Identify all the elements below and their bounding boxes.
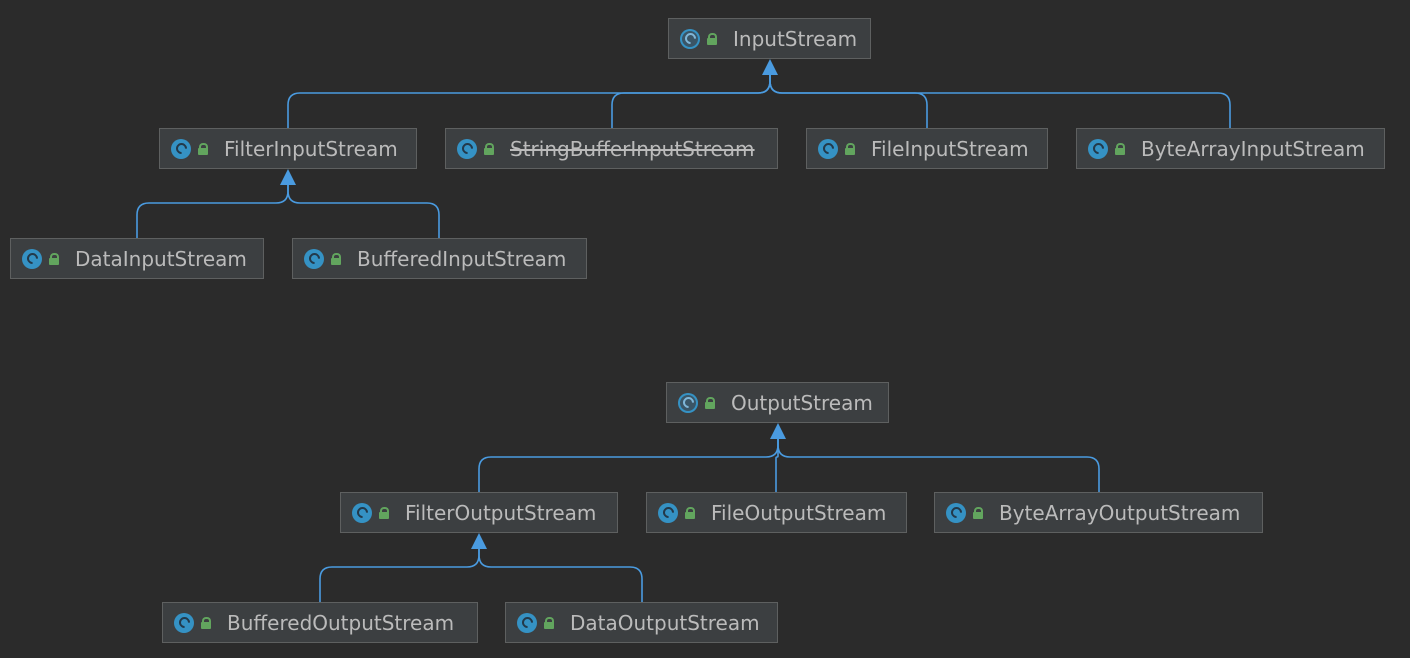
extends-edge-filter-output-stream-to-output-stream: [478, 437, 779, 492]
extends-edge-file-input-stream-to-input-stream: [769, 73, 928, 128]
class-node-buffered-input-stream[interactable]: BufferedInputStream: [292, 238, 587, 279]
public-visibility-icon: [49, 252, 59, 265]
public-visibility-icon: [198, 142, 208, 155]
class-name-label: FilterInputStream: [224, 136, 398, 161]
extends-edge-data-output-stream-to-filter-output-stream: [478, 547, 643, 602]
class-node-filter-input-stream[interactable]: FilterInputStream: [159, 128, 417, 169]
class-name-label: FileOutputStream: [711, 500, 887, 525]
inheritance-arrowhead-filter-output-stream: [471, 533, 487, 549]
class-node-data-output-stream[interactable]: DataOutputStream: [505, 602, 778, 643]
class-node-string-buffer-input-stream[interactable]: StringBufferInputStream: [445, 128, 778, 169]
public-visibility-icon: [331, 252, 341, 265]
class-icon: [22, 248, 42, 269]
class-node-buffered-output-stream[interactable]: BufferedOutputStream: [162, 602, 478, 643]
class-node-file-input-stream[interactable]: FileInputStream: [806, 128, 1048, 169]
class-icon: [946, 502, 966, 523]
public-visibility-icon: [845, 142, 855, 155]
extends-edge-file-output-stream-to-output-stream: [775, 437, 779, 492]
public-visibility-icon: [379, 506, 389, 519]
inheritance-arrowhead-input-stream: [762, 59, 778, 75]
class-node-byte-array-input-stream[interactable]: ByteArrayInputStream: [1076, 128, 1385, 169]
class-name-label: StringBufferInputStream: [510, 136, 755, 161]
class-icon: [174, 612, 194, 633]
inheritance-arrowhead-filter-input-stream: [280, 169, 296, 185]
extends-edge-buffered-input-stream-to-filter-input-stream: [287, 183, 440, 238]
class-node-data-input-stream[interactable]: DataInputStream: [10, 238, 264, 279]
public-visibility-icon: [705, 396, 715, 409]
class-name-label: FilterOutputStream: [405, 500, 597, 525]
class-node-file-output-stream[interactable]: FileOutputStream: [646, 492, 907, 533]
public-visibility-icon: [201, 616, 211, 629]
class-name-label: OutputStream: [731, 390, 873, 415]
extends-edge-string-buffer-input-stream-to-input-stream: [611, 73, 771, 128]
extends-edge-buffered-output-stream-to-filter-output-stream: [319, 547, 480, 602]
class-icon: [517, 612, 537, 633]
class-icon: [352, 502, 372, 523]
class-name-label: InputStream: [733, 26, 858, 51]
public-visibility-icon: [707, 32, 717, 45]
inheritance-arrowhead-output-stream: [770, 423, 786, 439]
class-name-label: ByteArrayInputStream: [1141, 136, 1365, 161]
class-name-label: BufferedOutputStream: [227, 610, 455, 635]
extends-edge-byte-array-output-stream-to-output-stream: [777, 437, 1100, 492]
class-name-label: DataInputStream: [75, 246, 247, 271]
class-icon: [1088, 138, 1108, 159]
class-icon: [658, 502, 678, 523]
class-name-label: ByteArrayOutputStream: [999, 500, 1241, 525]
extends-edge-byte-array-input-stream-to-input-stream: [769, 73, 1231, 128]
extends-edge-filter-input-stream-to-input-stream: [287, 73, 771, 128]
class-node-filter-output-stream[interactable]: FilterOutputStream: [340, 492, 618, 533]
class-icon: [818, 138, 838, 159]
class-name-label: DataOutputStream: [570, 610, 760, 635]
class-name-label: FileInputStream: [871, 136, 1029, 161]
public-visibility-icon: [685, 506, 695, 519]
public-visibility-icon: [973, 506, 983, 519]
class-node-byte-array-output-stream[interactable]: ByteArrayOutputStream: [934, 492, 1263, 533]
class-node-input-stream[interactable]: InputStream: [668, 18, 871, 59]
public-visibility-icon: [544, 616, 554, 629]
class-icon: [457, 138, 477, 159]
public-visibility-icon: [484, 142, 494, 155]
class-node-output-stream[interactable]: OutputStream: [666, 382, 889, 423]
abstract-class-icon: [678, 392, 698, 413]
class-icon: [304, 248, 324, 269]
extends-edge-data-input-stream-to-filter-input-stream: [136, 183, 289, 238]
class-name-label: BufferedInputStream: [357, 246, 567, 271]
class-icon: [171, 138, 191, 159]
public-visibility-icon: [1115, 142, 1125, 155]
abstract-class-icon: [680, 28, 700, 49]
